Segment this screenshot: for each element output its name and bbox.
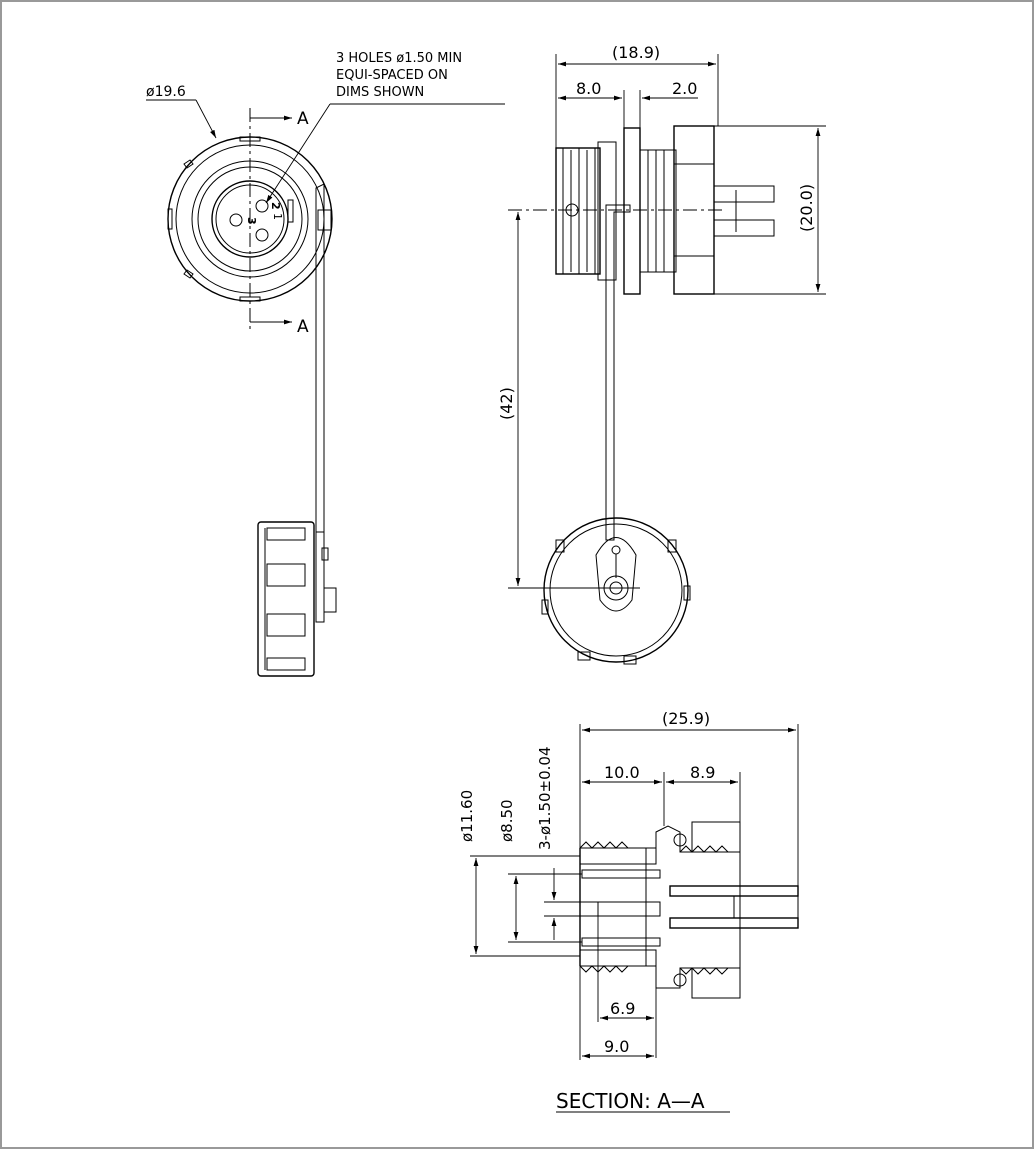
side-overall-length: (18.9) xyxy=(612,43,660,62)
holes-note-line3: DIMS SHOWN xyxy=(336,85,424,100)
side-flange xyxy=(623,127,641,295)
side-view-dimensions: (18.9) 8.0 2.0 (20.0) (42) xyxy=(497,43,826,586)
section-overall-length: (25.9) xyxy=(662,709,710,728)
side-cord-length: (42) xyxy=(497,387,516,420)
section-title: SECTION: A—A xyxy=(556,1089,705,1113)
section-socket-depth: 6.9 xyxy=(610,999,635,1018)
section-pin-dia: 3-ø1.50±0.04 xyxy=(536,747,554,851)
side-front-shell xyxy=(555,147,601,275)
front-view-dust-cap xyxy=(257,521,337,677)
section-shell-depth: 9.0 xyxy=(604,1037,629,1056)
section-dia-inner: ø8.50 xyxy=(498,799,516,842)
pin-label-3: 3 xyxy=(245,217,258,225)
pin-1 xyxy=(255,199,269,213)
side-height: (20.0) xyxy=(797,184,816,232)
section-view xyxy=(579,821,799,999)
section-marker-top: A xyxy=(297,109,309,129)
side-flange-length: 2.0 xyxy=(672,79,697,98)
section-front-length: 10.0 xyxy=(604,763,640,782)
section-marker-bottom: A xyxy=(297,317,309,337)
pin-label-2: 2 xyxy=(269,202,282,210)
front-view: 1 2 3 A A ø19.6 3 HOLES ø1.50 MIN EQUI-S… xyxy=(146,51,505,533)
section-dia-outer: ø11.60 xyxy=(458,790,476,842)
holes-note-line2: EQUI-SPACED ON xyxy=(336,68,448,83)
pin-2 xyxy=(255,228,269,242)
pin-label-1: 1 xyxy=(271,213,284,220)
section-rear-length: 8.9 xyxy=(690,763,715,782)
holes-note-line1: 3 HOLES ø1.50 MIN xyxy=(336,51,462,66)
side-front-length: 8.0 xyxy=(576,79,601,98)
pin-3 xyxy=(229,213,243,227)
side-view xyxy=(508,125,775,665)
side-cap-outer xyxy=(543,517,689,663)
section-dimensions: (25.9) 10.0 8.9 ø11.60 ø8.50 3-ø1.50±0.0… xyxy=(458,709,799,1113)
front-diameter-label: ø19.6 xyxy=(146,84,186,100)
